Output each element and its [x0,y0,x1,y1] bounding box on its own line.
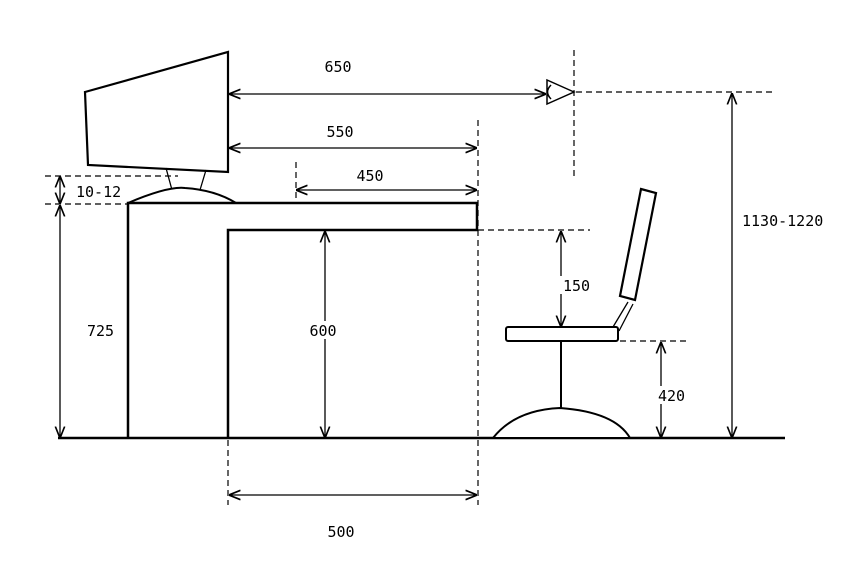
chair-seat [505,326,619,342]
label-bg-150 [560,276,594,294]
monitor-base [127,186,237,204]
label-bg-420 [656,386,690,404]
label-420: 420 [658,387,685,405]
label-725: 725 [87,322,114,340]
chair-base [490,406,632,439]
monitor-stand-neck [165,167,207,191]
label-150: 150 [563,277,590,295]
label-550: 550 [326,123,353,141]
monitor-screen [83,50,230,174]
eye-symbol [546,78,576,106]
label-450: 450 [356,167,383,185]
desk-top [126,201,479,438]
dashed-guides [45,50,773,505]
label-650: 650 [324,58,351,76]
label-1130-1220: 1130-1220 [742,212,823,230]
label-10-12: 10-12 [76,183,121,201]
label-500: 500 [327,523,354,541]
chair-backrest [618,187,658,302]
label-600: 600 [309,322,336,340]
chair-back-support [612,301,634,332]
label-bg-600 [302,321,346,339]
